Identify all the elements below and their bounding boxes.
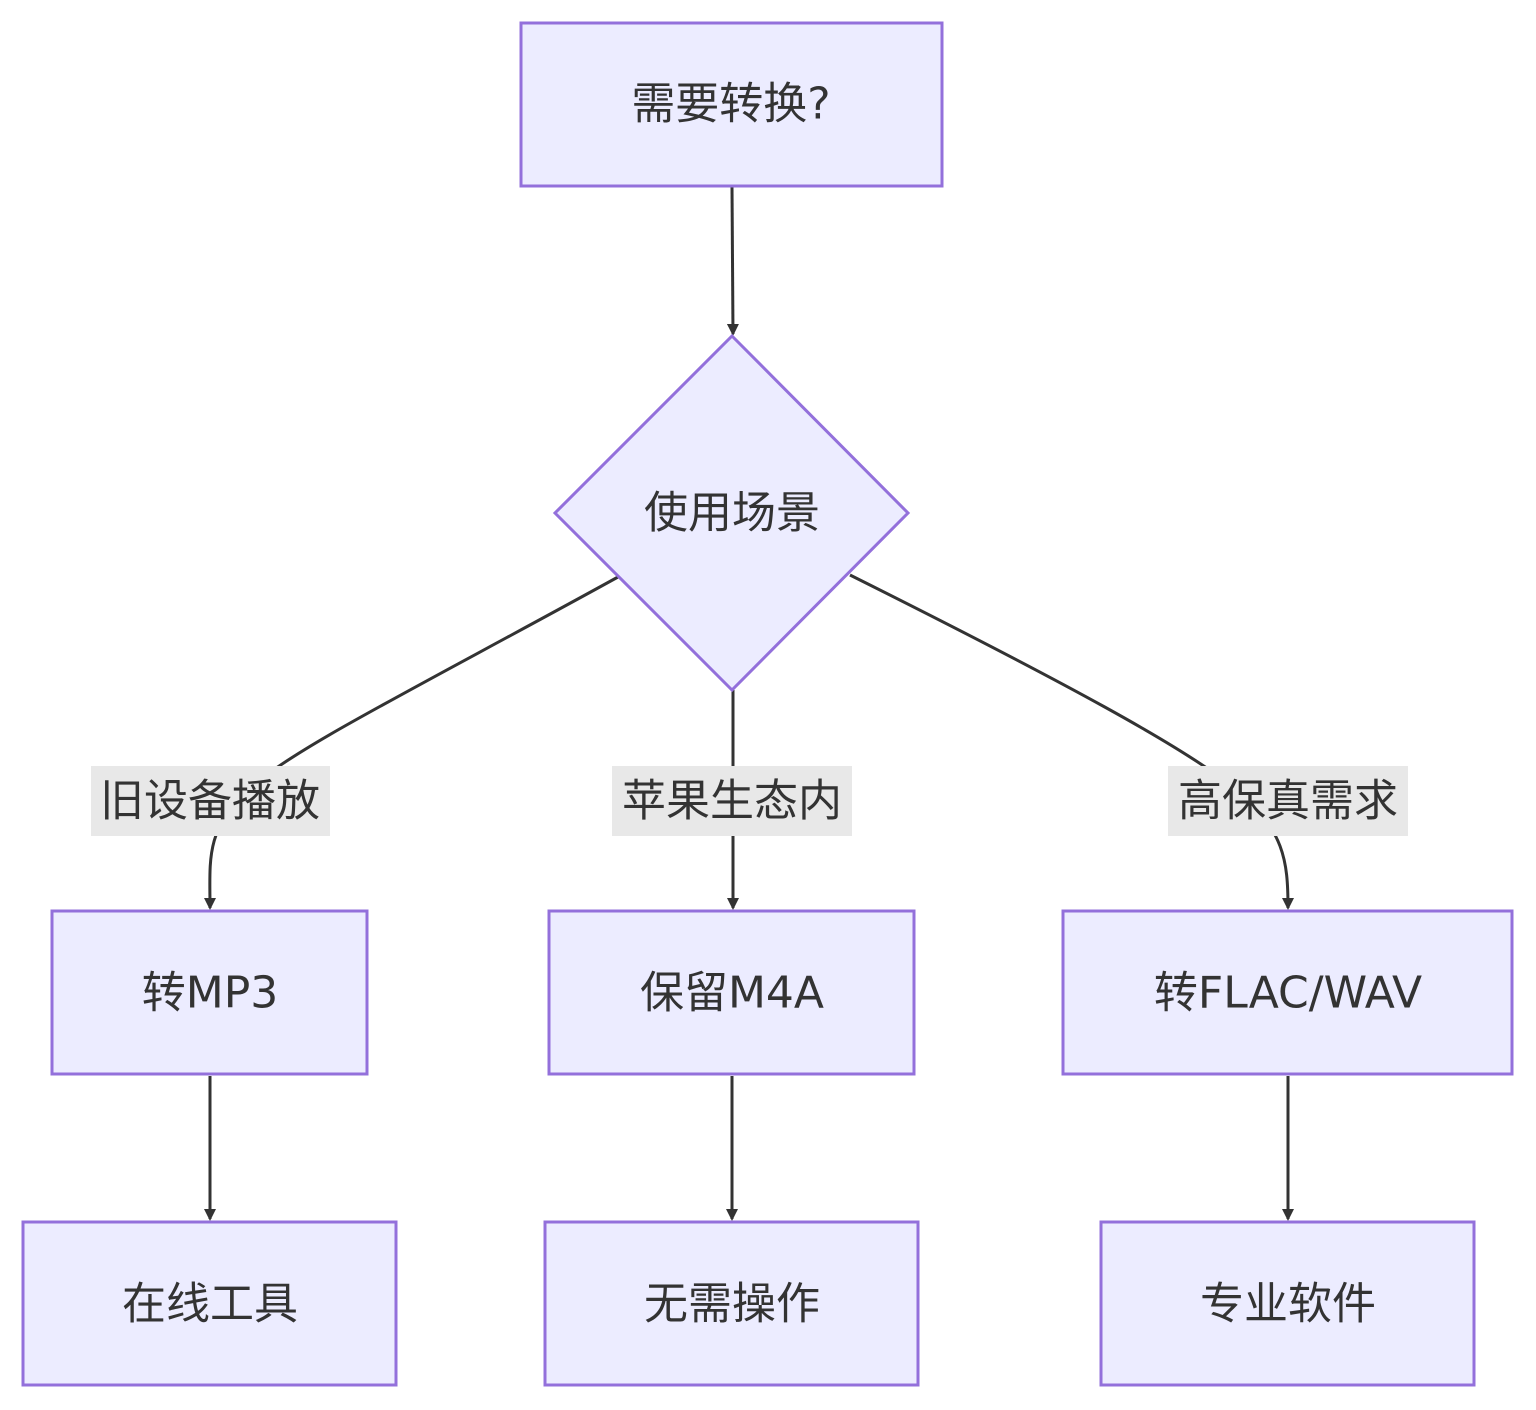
node-mp3: 转MP3 xyxy=(50,909,369,1076)
node-flac-box xyxy=(1061,909,1514,1076)
node-online: 在线工具 xyxy=(21,1220,398,1387)
edge-label-apple-bg xyxy=(612,766,852,836)
node-flac: 转FLAC/WAV xyxy=(1061,909,1514,1076)
node-pro-label: 专业软件 xyxy=(1200,1279,1376,1330)
node-start-label: 需要转换? xyxy=(631,79,830,130)
node-m4a-label: 保留M4A xyxy=(640,968,824,1019)
node-decision-label: 使用场景 xyxy=(644,488,820,539)
edge-label-legacy-bg xyxy=(91,766,330,836)
edge-start-to-decision xyxy=(726,186,739,336)
node-online-label: 在线工具 xyxy=(122,1279,298,1330)
node-pro: 专业软件 xyxy=(1099,1220,1476,1387)
node-start: 需要转换? xyxy=(519,21,944,188)
edge-label-hifi: 高保真需求 xyxy=(1168,766,1408,836)
node-none: 无需操作 xyxy=(543,1220,920,1387)
edge-label-hifi-text: 高保真需求 xyxy=(1178,776,1398,827)
edges-layer xyxy=(203,186,1294,1221)
node-none-label: 无需操作 xyxy=(644,1279,820,1330)
edge-label-legacy-text: 旧设备播放 xyxy=(100,776,320,827)
node-decision: 使用场景 xyxy=(552,333,911,693)
node-pro-box xyxy=(1099,1220,1476,1387)
node-flac-label: 转FLAC/WAV xyxy=(1154,968,1422,1019)
node-mp3-label: 转MP3 xyxy=(142,968,279,1019)
node-online-box xyxy=(21,1220,398,1387)
node-start-box xyxy=(519,21,944,188)
edge-label-apple: 苹果生态内 xyxy=(612,766,852,836)
edge-decision-to-flac xyxy=(849,573,1294,910)
node-decision-diamond xyxy=(552,333,911,693)
node-m4a: 保留M4A xyxy=(547,909,916,1076)
node-m4a-box xyxy=(547,909,916,1076)
edge-label-apple-text: 苹果生态内 xyxy=(622,776,842,827)
edge-label-legacy: 旧设备播放 xyxy=(91,766,330,836)
edge-decision-to-mp3 xyxy=(203,575,619,910)
edge-label-hifi-bg xyxy=(1168,766,1408,836)
node-none-box xyxy=(543,1220,920,1387)
node-mp3-box xyxy=(50,909,369,1076)
